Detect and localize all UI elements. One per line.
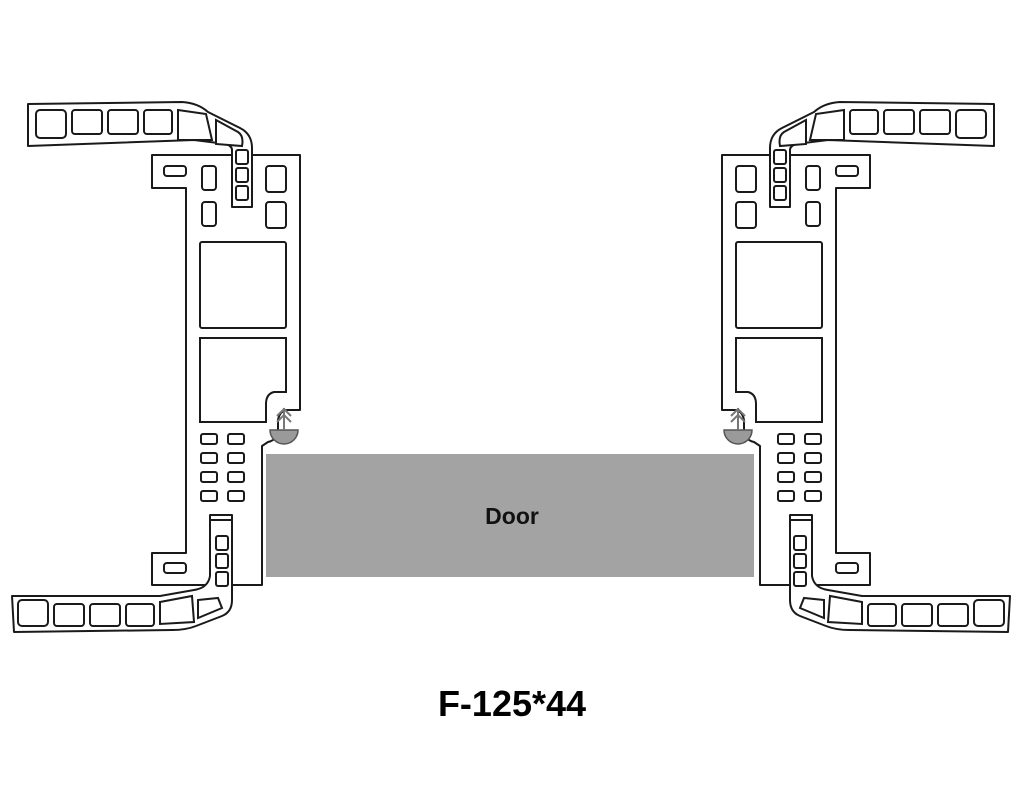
- left-bottom-architrave-chambers: [17, 535, 229, 627]
- left-frame-chambers: [163, 165, 287, 574]
- right-frame-profile: [721, 101, 1011, 633]
- profile-title: F-125*44: [438, 683, 586, 724]
- left-frame-profile: [11, 101, 301, 633]
- door-leaf: [266, 454, 754, 577]
- gasket-seal-icon: [723, 407, 753, 445]
- right-frame-chambers: [735, 165, 859, 574]
- door-label: Door: [485, 503, 539, 529]
- left-top-architrave-chambers: [35, 108, 249, 201]
- right-bottom-architrave-chambers: [793, 535, 1005, 627]
- gasket-seal-icon: [269, 407, 299, 445]
- right-top-architrave-chambers: [773, 108, 987, 201]
